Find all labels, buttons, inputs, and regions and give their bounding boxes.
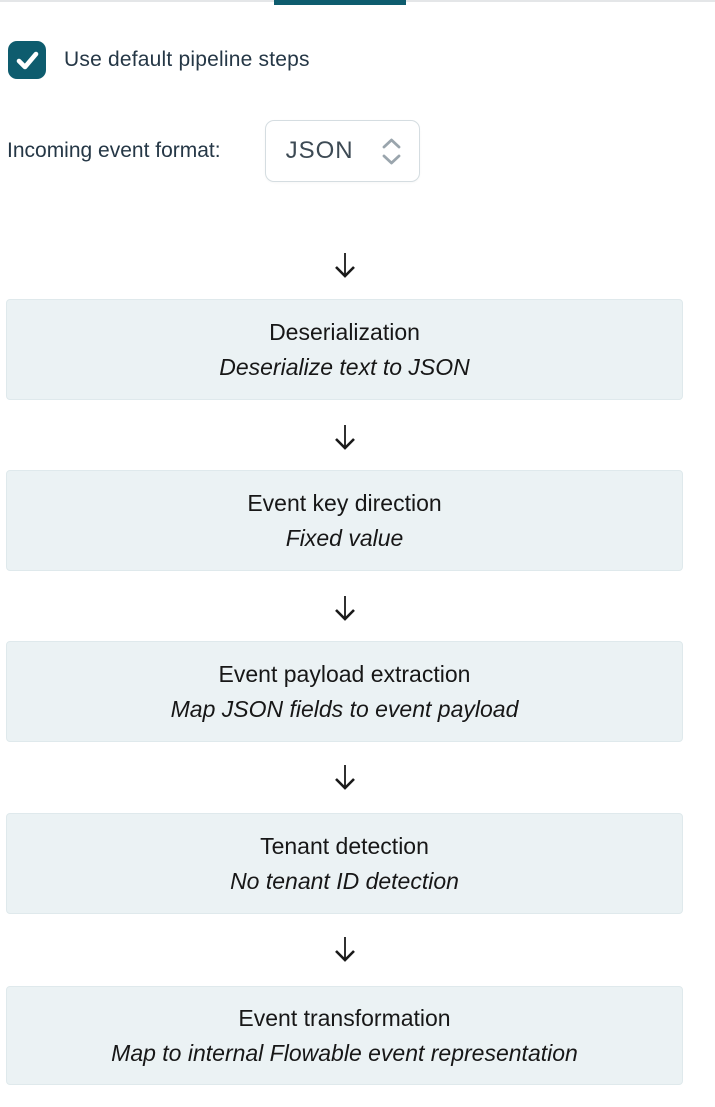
step-title: Event transformation	[238, 1004, 451, 1031]
flow-down-arrow	[331, 935, 359, 963]
use-default-pipeline-checkbox[interactable]	[8, 41, 46, 79]
down-arrow-icon	[335, 765, 355, 790]
step-subtitle: Fixed value	[285, 524, 404, 551]
step-title: Deserialization	[269, 318, 420, 345]
use-default-pipeline-label: Use default pipeline steps	[64, 48, 310, 71]
flow-down-arrow	[331, 763, 359, 791]
default-pipeline-checkbox-row: Use default pipeline steps	[8, 41, 310, 79]
check-icon	[16, 51, 38, 69]
flow-down-arrow	[331, 594, 359, 622]
down-arrow-icon	[335, 253, 355, 278]
step-subtitle: Map JSON fields to event payload	[170, 695, 519, 722]
flow-down-arrow	[331, 251, 359, 279]
incoming-format-row: Incoming event format: JSON	[7, 120, 420, 182]
step-subtitle: Deserialize text to JSON	[219, 353, 470, 380]
step-subtitle: Map to internal Flowable event represent…	[111, 1039, 578, 1066]
active-tab-indicator	[274, 0, 406, 5]
pipeline-step-event-payload-extraction: Event payload extraction Map JSON fields…	[6, 641, 683, 742]
up-down-chevrons-icon	[382, 138, 401, 164]
incoming-format-value: JSON	[285, 137, 354, 164]
flow-down-arrow	[331, 423, 359, 451]
down-arrow-icon	[335, 425, 355, 450]
pipeline-step-tenant-detection: Tenant detection No tenant ID detection	[6, 813, 683, 914]
step-subtitle: No tenant ID detection	[230, 867, 459, 894]
step-title: Event key direction	[247, 489, 442, 516]
pipeline-step-deserialization: Deserialization Deserialize text to JSON	[6, 299, 683, 400]
down-arrow-icon	[335, 937, 355, 962]
step-title: Event payload extraction	[218, 660, 471, 687]
step-title: Tenant detection	[260, 832, 429, 859]
incoming-format-select[interactable]: JSON	[264, 120, 420, 182]
pipeline-step-event-key-direction: Event key direction Fixed value	[6, 470, 683, 571]
pipeline-step-event-transformation: Event transformation Map to internal Flo…	[6, 986, 683, 1085]
incoming-format-label: Incoming event format:	[7, 139, 221, 162]
down-arrow-icon	[335, 596, 355, 621]
